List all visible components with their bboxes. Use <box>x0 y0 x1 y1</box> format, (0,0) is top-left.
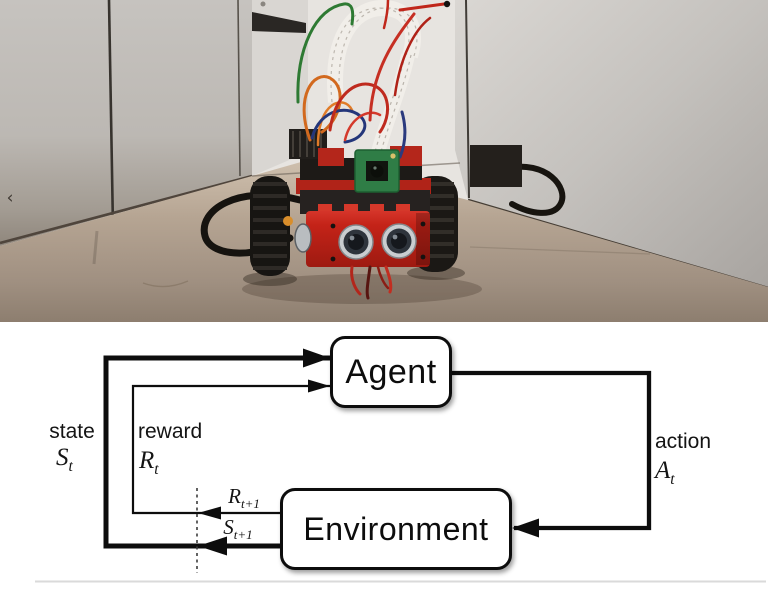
hallway-scene <box>0 0 768 322</box>
reward-word-label: reward <box>138 420 203 443</box>
robot-left-wheel <box>250 176 293 276</box>
agent-label: Agent <box>345 352 437 391</box>
next-state-arrowhead <box>198 536 227 556</box>
state-symbol-label: St <box>56 444 73 475</box>
state-word-label: state <box>49 420 95 443</box>
ultrasonic-sensor-right <box>381 223 417 259</box>
robot-shadow <box>242 274 482 304</box>
ribbon-cable <box>327 0 421 154</box>
side-sensor <box>294 223 312 253</box>
next-reward-label: Rt+1 <box>228 484 260 512</box>
environment-box: Environment <box>280 488 512 570</box>
ultrasonic-sensor-left <box>338 224 374 260</box>
dangling-wires <box>350 265 393 300</box>
state-into-agent-arrowhead <box>303 348 330 368</box>
reward-symbol-label: Rt <box>139 447 159 478</box>
carousel-prev-icon[interactable]: ‹ <box>6 188 14 208</box>
action-flow-line <box>450 370 652 531</box>
agent-box: Agent <box>330 336 452 408</box>
robot-hallway-photo: ‹ <box>0 0 768 322</box>
action-symbol-label: At <box>655 457 675 488</box>
reward-into-agent-arrowhead <box>308 379 330 393</box>
wall-recess <box>252 12 306 33</box>
next-state-label: St+1 <box>223 515 253 543</box>
front-sensor-box <box>294 204 430 267</box>
rl-loop-diagram: Agent Environment state St reward Rt act… <box>0 322 768 589</box>
next-reward-arrowhead <box>198 506 221 520</box>
battery-pack <box>470 145 522 187</box>
state-flow-line <box>103 355 330 549</box>
robot <box>250 0 522 300</box>
rl-diagram-lines <box>35 348 766 583</box>
floor-cable-right <box>502 163 566 216</box>
jumper-wires <box>296 0 446 159</box>
environment-label: Environment <box>303 510 489 547</box>
action-word-label: action <box>655 430 712 453</box>
action-into-environment-arrowhead <box>512 518 539 538</box>
camera-module <box>354 149 400 193</box>
